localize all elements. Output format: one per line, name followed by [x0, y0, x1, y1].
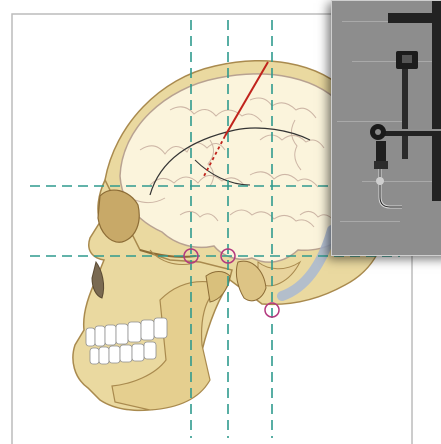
- stereotactic-frame-photo: [332, 1, 441, 255]
- orbit: [98, 190, 139, 242]
- inset-photo: [331, 0, 441, 256]
